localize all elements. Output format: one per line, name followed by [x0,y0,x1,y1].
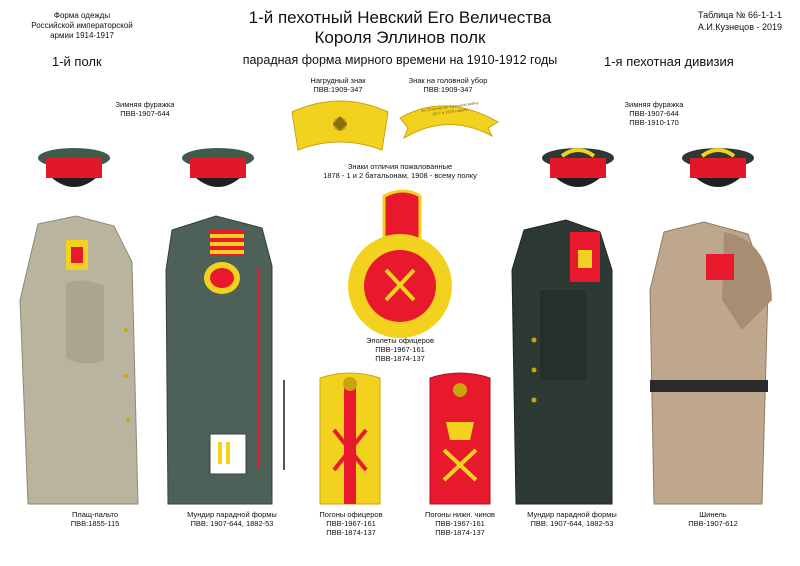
cap-icon [182,148,254,187]
caption-line: Знаки отличия пожалованные [347,162,453,171]
tunic-left-figure [165,215,285,505]
caption-line: ПВВ:1855-115 [70,519,120,528]
author: А.И.Кузнецов - 2019 [697,22,782,32]
caption-line: Знак на головной убор [408,76,488,85]
caption-line: ПВВ-1874-137 [435,528,485,537]
cap-icon [542,148,614,187]
caption-line: Зимняя фуражка [115,100,175,109]
caption-line: ПВВ-1907-612 [688,519,738,528]
left-note-line: Форма одежды [53,11,111,20]
caption-line: Шинель [699,510,727,519]
tunic-right-caption: Мундир парадной формы ПВВ: 1907-644, 188… [512,510,632,528]
breast-badge [291,100,389,151]
head-badge [399,105,499,140]
cap-icon [38,148,110,187]
caption-line: ПВВ:1909-347 [423,85,473,94]
coat-figure [19,215,139,505]
tunic-left-caption: Мундир парадной формы ПВВ: 1907-644, 188… [172,510,292,528]
page-subtitle: парадная форма мирного времени на 1910-1… [242,53,558,67]
greatcoat-caption: Шинель ПВВ-1907-612 [668,510,758,528]
caption-line: 1878 - 1 и 2 батальонам, 1908 - всему по… [323,171,477,180]
caption-line: ПВВ-1967-161 [375,345,425,354]
division-label: 1-я пехотная дивизия [604,54,734,69]
caption-line: ПВВ-1907-644 [629,109,679,118]
caption-line: Мундир парадной формы [187,510,277,519]
nco-board-figure [429,372,491,505]
caption-line: ПВВ-1907-644 [120,109,170,118]
officer-boards-caption: Погоны офицеров ПВВ-1967-161 ПВВ-1874-13… [306,510,396,537]
awards-caption: Знаки отличия пожалованные 1878 - 1 и 2 … [300,162,500,180]
page-title: 1-й пехотный Невский Его Величества Коро… [200,8,600,48]
caption-line: Погоны офицеров [319,510,383,519]
caption-line: Мундир парадной формы [527,510,617,519]
caption-line: Погоны нижн. чинов [425,510,495,519]
cap-left-caption: Зимняя фуражка ПВВ-1907-644 [100,100,190,118]
left-note: Форма одежды Российской императорской ар… [22,11,142,41]
coat-caption: Плащ-пальто ПВВ:1855-115 [50,510,140,528]
officer-board-figure [319,372,381,505]
caption-line: ПВВ-1967-161 [326,519,376,528]
caption-line: Нагрудный знак [310,76,366,85]
nco-boards-caption: Погоны нижн. чинов ПВВ-1967-161 ПВВ-1874… [412,510,508,537]
caption-line: ПВВ-1910-170 [629,118,679,127]
title-line-2: Короля Эллинов полк [314,28,486,47]
caption-line: Плащ-пальто [71,510,119,519]
left-note-line: армии 1914-1917 [50,31,114,40]
caption-line: ПВВ:1909-347 [313,85,363,94]
caption-line: Зимняя фуражка [624,100,684,109]
breast-badge-caption: Нагрудный знак ПВВ:1909-347 [298,76,378,94]
head-badge-caption: Знак на головной убор ПВВ:1909-347 [398,76,498,94]
tunic-right-figure [511,219,613,505]
caption-line: Эполеты офицеров [366,336,434,345]
caption-line: ПВВ: 1907-644, 1882-53 [190,519,274,528]
epaulette-figure [348,189,452,338]
greatcoat-figure [649,221,772,505]
regiment-label: 1-й полк [52,54,102,69]
caption-line: ПВВ-1874-137 [375,354,425,363]
title-line-1: 1-й пехотный Невский Его Величества [248,8,552,27]
cap-icon [682,148,754,187]
left-note-line: Российской императорской [31,21,133,30]
cap-right-caption: Зимняя фуражка ПВВ-1907-644 ПВВ-1910-170 [614,100,694,127]
epaulettes-caption: Эполеты офицеров ПВВ-1967-161 ПВВ-1874-1… [360,336,440,363]
caption-line: ПВВ-1874-137 [326,528,376,537]
caption-line: ПВВ-1967-161 [435,519,485,528]
table-number: Таблица № 66-1-1-1 [698,10,782,20]
caption-line: ПВВ: 1907-644, 1882-53 [530,519,614,528]
